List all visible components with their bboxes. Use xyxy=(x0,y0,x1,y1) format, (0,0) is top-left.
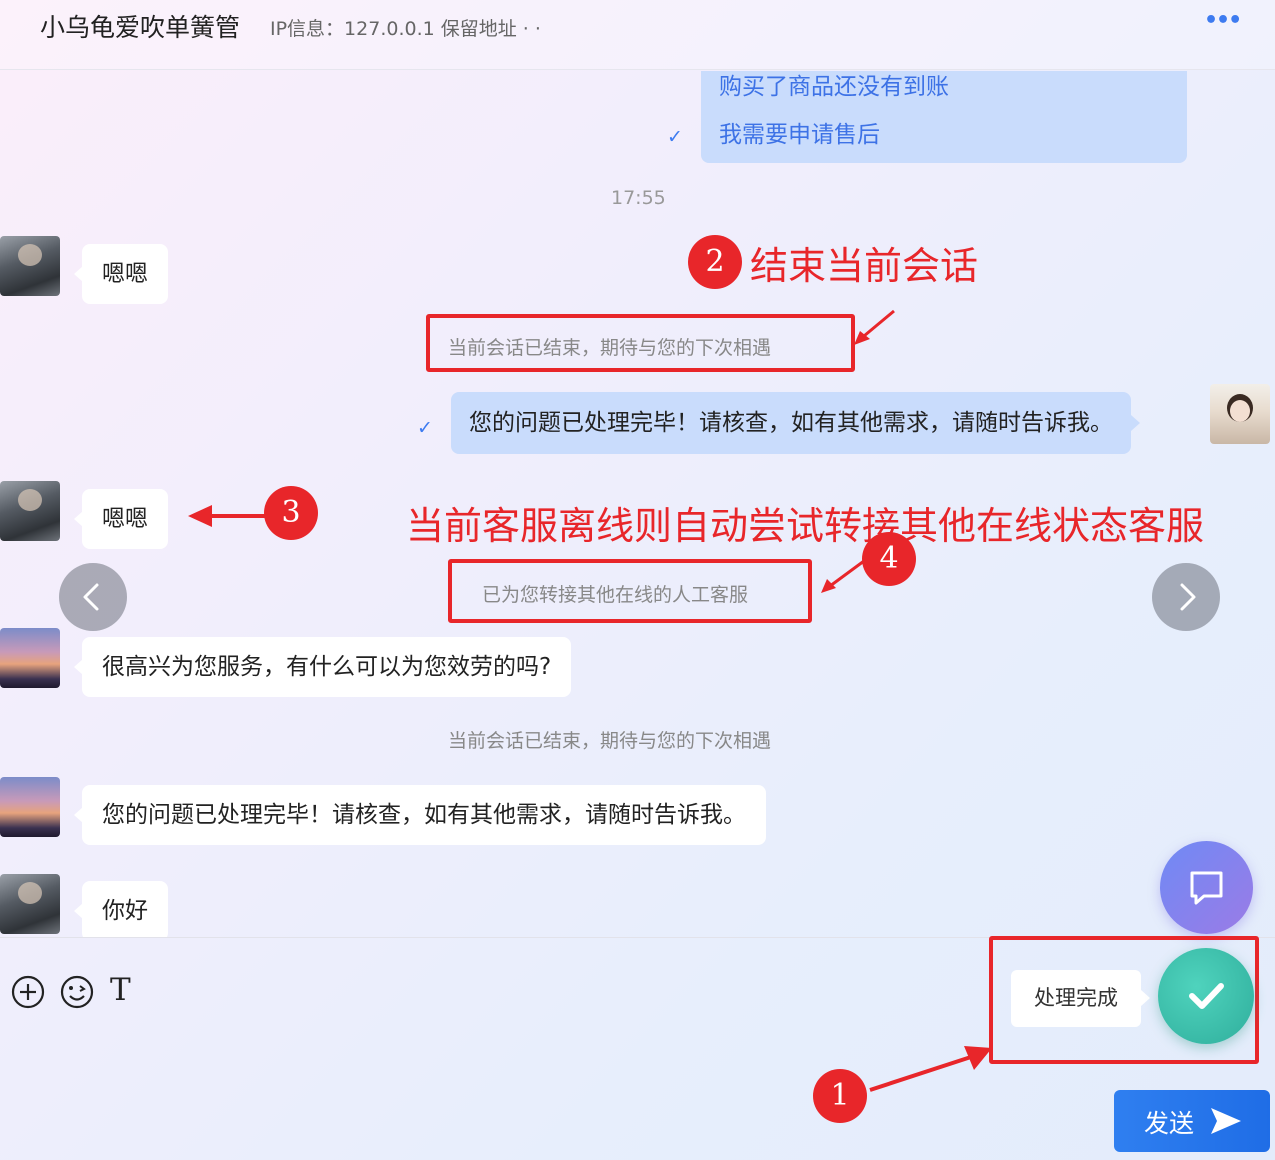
annotation-marker: 4 xyxy=(862,532,916,586)
chat-header: 小乌龟爱吹单簧管 IP信息：127.0.0.1 保留地址 · · ••• xyxy=(0,0,1275,70)
send-button[interactable]: 发送 xyxy=(1114,1090,1270,1152)
avatar[interactable] xyxy=(1210,384,1270,444)
next-button[interactable] xyxy=(1152,563,1220,631)
annotation-arrow xyxy=(869,1046,992,1092)
avatar[interactable] xyxy=(0,777,60,837)
system-notice: 当前会话已结束，期待与您的下次相遇 xyxy=(448,337,772,359)
message-text: 购买了商品还没有到账 xyxy=(719,74,949,100)
more-icon[interactable]: ••• xyxy=(1204,8,1242,33)
read-check-icon: ✓ xyxy=(417,417,433,439)
message-bubble-agent: 您的问题已处理完毕！请核查，如有其他需求，请随时告诉我。 xyxy=(74,785,766,845)
message-bubble-customer: 嗯嗯 xyxy=(74,244,168,304)
message-text: 我需要申请售后 xyxy=(719,122,880,148)
ip-info: IP信息：127.0.0.1 保留地址 · · xyxy=(270,18,541,40)
annotation-arrow xyxy=(821,559,865,593)
avatar[interactable] xyxy=(0,236,60,296)
message-time: 17:55 xyxy=(611,187,666,209)
contact-name: 小乌龟爱吹单簧管 xyxy=(40,13,241,42)
avatar[interactable] xyxy=(0,628,60,688)
avatar[interactable] xyxy=(0,481,60,541)
system-notice: 已为您转接其他在线的人工客服 xyxy=(482,584,749,606)
send-label: 发送 xyxy=(1144,1109,1195,1138)
highlight-box xyxy=(989,936,1259,1064)
annotation-marker: 3 xyxy=(264,486,318,540)
message-bubble-agent: 您的问题已处理完毕！请核查，如有其他需求，请随时告诉我。 xyxy=(451,392,1140,454)
annotation-label: 当前客服离线则自动尝试转接其他在线状态客服 xyxy=(406,504,1205,548)
highlight-box xyxy=(448,559,812,623)
prev-button[interactable] xyxy=(59,563,127,631)
annotation-marker: 2 xyxy=(688,235,742,289)
chat-icon xyxy=(1190,871,1223,905)
add-circle-icon[interactable] xyxy=(10,975,48,1009)
check-icon xyxy=(1189,983,1224,1009)
chevron-right-icon xyxy=(1180,583,1196,611)
annotation-marker: 1 xyxy=(813,1069,867,1123)
emoji-icon[interactable] xyxy=(59,975,97,1009)
message-bubble-agent: 很高兴为您服务，有什么可以为您效劳的吗? xyxy=(73,637,572,697)
chat-float-button[interactable] xyxy=(1160,841,1253,934)
text-format-icon[interactable]: T xyxy=(110,972,131,1008)
highlight-box xyxy=(426,314,855,372)
done-button[interactable] xyxy=(1158,948,1254,1044)
annotation-label: 结束当前会话 xyxy=(750,244,979,288)
send-icon xyxy=(1211,1108,1241,1134)
message-bubble-customer: 嗯嗯 xyxy=(74,489,168,549)
chevron-left-icon xyxy=(83,583,99,611)
annotation-arrow xyxy=(854,309,895,345)
avatar[interactable] xyxy=(0,874,60,934)
input-area[interactable] xyxy=(0,937,1275,1160)
done-tooltip: 处理完成 xyxy=(1011,970,1150,1027)
message-bubble-customer: 你好 xyxy=(74,881,168,937)
message-list[interactable]: 购买了商品还没有到账 我需要申请售后 ✓ 17:55 嗯嗯 2 结束当前会话 当… xyxy=(0,71,1275,937)
message-bubble-user: 购买了商品还没有到账 我需要申请售后 xyxy=(701,71,1187,163)
system-notice: 当前会话已结束，期待与您的下次相遇 xyxy=(448,730,772,752)
annotation-arrow xyxy=(188,505,268,527)
read-check-icon: ✓ xyxy=(667,126,683,148)
